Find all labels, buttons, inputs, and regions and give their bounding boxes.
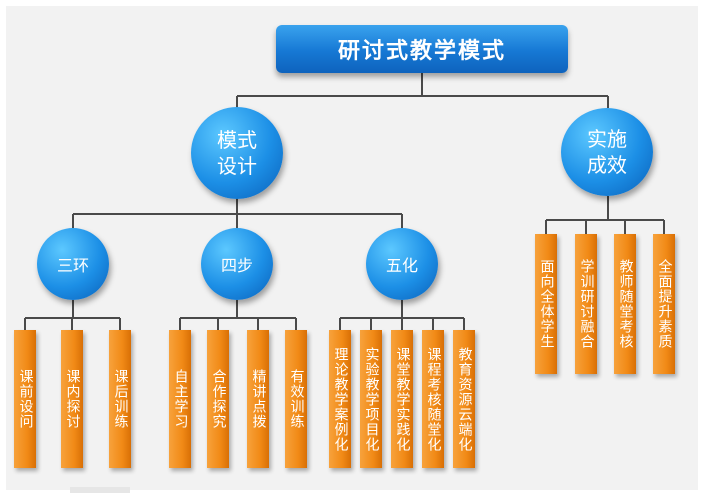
leaf-hua-2: 实验教学项目化 <box>360 330 382 468</box>
bottom-strip <box>70 487 130 493</box>
sub-node-four-steps: 四步 <box>201 228 273 300</box>
leaf-effect-4: 全面提升素质 <box>653 234 675 374</box>
sub-node-three-rings: 三环 <box>37 228 109 300</box>
branch-mode-design-line1: 模式 <box>217 128 257 152</box>
leaf-ring-2: 课内探讨 <box>61 330 83 468</box>
leaf-effect-3: 教师随堂考核 <box>614 234 636 374</box>
leaf-step-4: 有效训练 <box>285 330 307 468</box>
leaf-step-1: 自主学习 <box>169 330 191 468</box>
branch-mode-design: 模式 设计 <box>191 107 283 199</box>
branch-implementation-effect-line1: 实施 <box>587 127 627 151</box>
leaf-step-2: 合作探究 <box>207 330 229 468</box>
sub-node-five-transformations: 五化 <box>366 228 438 300</box>
diagram-title: 研讨式教学模式 <box>276 25 568 73</box>
branch-implementation-effect-line2: 成效 <box>587 153 627 177</box>
leaf-hua-3: 课堂教学实践化 <box>391 330 413 468</box>
leaf-ring-1: 课前设问 <box>14 330 36 468</box>
leaf-hua-4: 课程考核随堂化 <box>422 330 444 468</box>
leaf-effect-1: 面向全体学生 <box>535 234 557 374</box>
leaf-hua-5: 教育资源云端化 <box>453 330 475 468</box>
leaf-step-3: 精讲点拨 <box>247 330 269 468</box>
leaf-ring-3: 课后训练 <box>109 330 131 468</box>
branch-mode-design-line2: 设计 <box>217 154 257 178</box>
leaf-effect-2: 学训研讨融合 <box>575 234 597 374</box>
branch-implementation-effect: 实施 成效 <box>561 108 653 196</box>
leaf-hua-1: 理论教学案例化 <box>329 330 351 468</box>
